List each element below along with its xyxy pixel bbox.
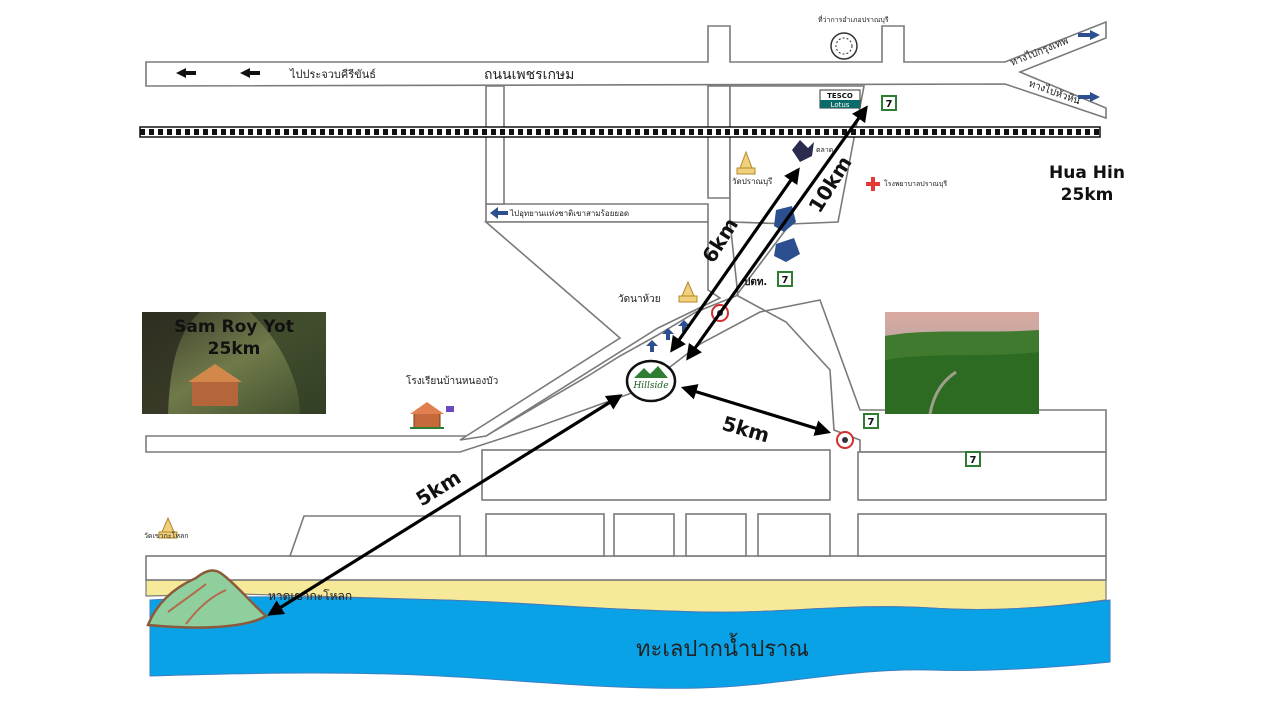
seven-eleven-icon: 7 <box>965 451 981 467</box>
direction-arrow-icon <box>646 340 658 352</box>
block <box>685 513 747 557</box>
wat-na-huai-label: วัดนาห้วย <box>618 293 661 305</box>
sam-roy-yot-callout: Sam Roy Yot 25km <box>160 316 308 360</box>
forest-photo <box>885 312 1039 415</box>
sam-roy-yot-distance: 25km <box>207 339 261 359</box>
sea-label: ทะเลปากน้ำปราณ <box>636 633 809 662</box>
market-label: ตลาด <box>816 146 833 154</box>
svg-text:7: 7 <box>886 99 893 110</box>
wat-pranburi-label: วัดปราณบุรี <box>732 177 773 186</box>
hua-hin-name: Hua Hin <box>1049 163 1125 183</box>
tesco-label: TESCO <box>827 92 853 100</box>
block <box>485 513 605 557</box>
seven-eleven-icon: 7 <box>777 271 793 287</box>
roundabout-icon <box>836 431 854 449</box>
west-arrow-icon <box>176 68 196 78</box>
sam-roy-yot-name: Sam Roy Yot <box>174 317 294 337</box>
hospital-label: โรงพยาบาลปราณบุรี <box>884 179 947 188</box>
distance-arrow-5km-beach <box>267 394 623 616</box>
to-prachuap-label: ไปประจวบคีรีขันธ์ <box>289 68 376 81</box>
block <box>481 449 831 501</box>
district-office-icon <box>830 32 858 60</box>
north-south-road <box>707 85 731 199</box>
block <box>857 451 1107 501</box>
seven-eleven-icon: 7 <box>881 95 897 111</box>
west-arrow-icon <box>240 68 260 78</box>
tesco-lotus-icon: TESCO Lotus <box>819 89 861 109</box>
svg-text:7: 7 <box>970 455 977 466</box>
east-arrow-icon <box>1078 30 1100 40</box>
coast-road <box>145 555 1107 581</box>
seven-eleven-icon: 7 <box>863 413 879 429</box>
khao-kalok-mountain-icon <box>146 569 269 629</box>
beach-label: หาดเขากะโหลก <box>268 589 352 603</box>
temple-icon <box>158 516 178 539</box>
national-park-label: ไปอุทยานแห่งชาติเขาสามร้อยยอด <box>509 209 629 218</box>
block <box>613 513 675 557</box>
hospital-cross-icon <box>866 177 880 191</box>
ptt-label: ปตท. <box>744 276 767 288</box>
wat-khao-kalok-label: วัดเขากะโหลก <box>144 531 189 540</box>
svg-text:7: 7 <box>868 417 875 428</box>
school-label-line1: โรงเรียนบ้านหนองบัว <box>406 374 498 387</box>
distance-label-5km-east: 5km <box>720 411 773 447</box>
lotus-label: Lotus <box>831 101 850 109</box>
distance-arrow-10km <box>686 105 868 361</box>
east-arrow-icon <box>1078 92 1100 102</box>
sam-roy-yot-cave-photo <box>142 312 326 414</box>
sea <box>149 596 1111 689</box>
hillside-hotel-logo: Hillside <box>625 359 677 403</box>
distance-label-5km-beach: 5km <box>412 465 465 511</box>
railway-track <box>139 126 1101 138</box>
phetkasem-label: ถนนเพชรเกษม <box>484 67 574 83</box>
distance-arrow-5km-east <box>680 384 832 436</box>
west-arrow-icon <box>490 207 508 219</box>
pond-icon <box>774 238 800 262</box>
short-north-road <box>485 85 505 205</box>
svg-text:7: 7 <box>782 275 789 286</box>
district-office-label: ที่ว่าการอำเภอปราณบุรี <box>818 15 889 24</box>
hua-hin-distance: 25km <box>1060 185 1114 205</box>
block <box>757 513 831 557</box>
school-icon <box>410 402 454 429</box>
block <box>857 513 1107 557</box>
phetkasem-road <box>145 20 1107 120</box>
hua-hin-callout: Hua Hin 25km <box>1032 162 1142 206</box>
hotel-name: Hillside <box>632 381 668 391</box>
